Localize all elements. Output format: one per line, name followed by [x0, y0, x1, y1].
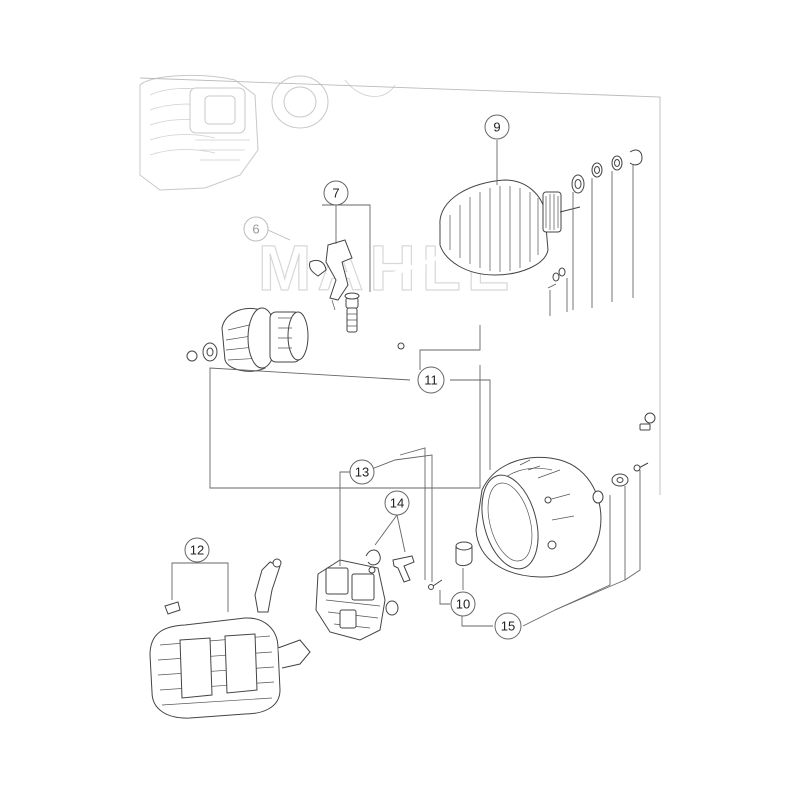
callout-9: 9 — [484, 114, 510, 140]
terminal-hardware-part — [611, 412, 656, 487]
callout-6: 6 — [243, 216, 269, 242]
callout-14-label: 14 — [390, 496, 404, 511]
callout-15: 15 — [494, 612, 522, 640]
callout-11: 11 — [417, 366, 445, 394]
tie-bolt-part — [397, 267, 566, 350]
callout-6-label: 6 — [252, 222, 259, 237]
callout-10-label: 10 — [456, 597, 470, 612]
small-screw-part — [428, 579, 443, 590]
bushing-part — [455, 541, 473, 567]
end-shield-part — [475, 456, 604, 578]
callout-13: 13 — [349, 459, 375, 485]
callout-7: 7 — [323, 180, 349, 206]
callout-13-label: 13 — [355, 465, 369, 480]
callout-12-label: 12 — [190, 543, 204, 558]
ghost-drive-housing — [139, 74, 396, 191]
engagement-lever-part — [309, 239, 360, 333]
leader-lines — [139, 77, 661, 627]
armature-washers — [571, 149, 643, 194]
callout-14: 14 — [384, 490, 410, 516]
callout-9-label: 9 — [493, 120, 500, 135]
brush-holder-part — [315, 559, 399, 641]
brush-springs-part — [365, 549, 415, 583]
field-coil-part — [149, 558, 311, 719]
callout-11-label: 11 — [424, 373, 438, 388]
armature-part — [389, 179, 581, 277]
pinion-drive-part — [186, 307, 309, 372]
callout-10: 10 — [450, 591, 476, 617]
callout-15-label: 15 — [501, 619, 515, 634]
callout-12: 12 — [184, 537, 210, 563]
callout-7-label: 7 — [332, 186, 339, 201]
